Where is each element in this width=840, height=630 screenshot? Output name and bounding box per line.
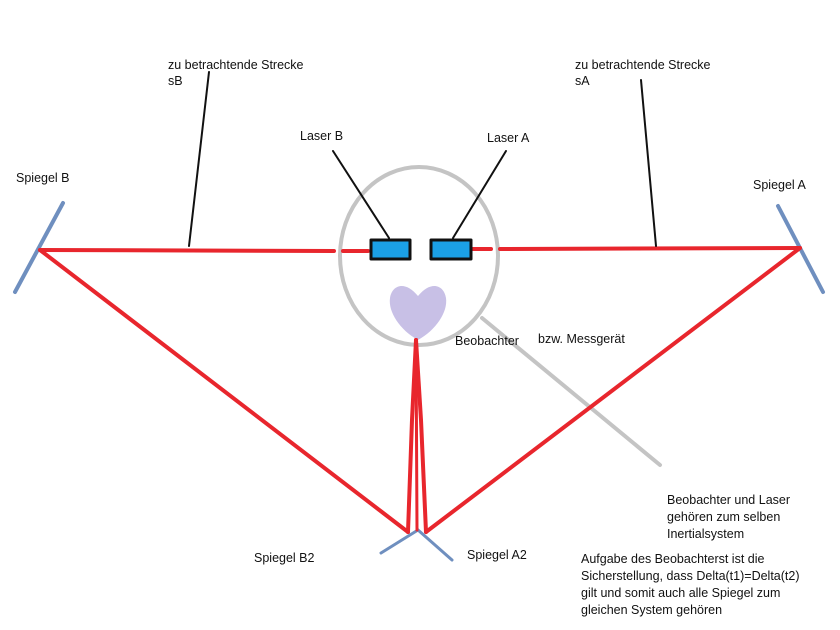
- beam-diagonal-b: [38, 248, 410, 534]
- note-aufgabe-line3: gilt und somit auch alle Spiegel zum: [581, 586, 781, 600]
- beam-horizontal-a: [498, 246, 802, 251]
- label-strecke-b: zu betrachtende Strecke sB: [168, 57, 304, 89]
- leader-strecke-a: [640, 79, 657, 247]
- label-strecke-a: zu betrachtende Strecke sA: [575, 57, 711, 89]
- label-spiegel-a: Spiegel A: [753, 178, 806, 192]
- laser-b-device: [369, 238, 412, 261]
- observer-circle: [338, 165, 500, 347]
- leader-laser-b: [332, 150, 390, 239]
- label-spiegel-a2: Spiegel A2: [467, 548, 527, 562]
- label-beobachter: Beobachter: [455, 334, 519, 348]
- label-strecke-b-line2: sB: [168, 74, 183, 88]
- observer-pointer-line: [480, 316, 662, 467]
- laser-a-device: [429, 238, 473, 261]
- beam-vertical-center: [414, 338, 419, 532]
- note-inertialsystem: Beobachter und Laser gehören zum selben …: [667, 492, 790, 543]
- beam-horizontal-b: [38, 248, 336, 253]
- observer-heart: [389, 285, 447, 340]
- note-aufgabe: Aufgabe des Beobachterst ist die Sichers…: [581, 551, 800, 619]
- beam-vertical-down: [414, 338, 428, 534]
- note-aufgabe-line2: Sicherstellung, dass Delta(t1)=Delta(t2): [581, 569, 800, 583]
- label-laser-b: Laser B: [300, 129, 344, 143]
- mirror-b: [13, 201, 65, 294]
- note-inertialsystem-line2: gehören zum selben: [667, 510, 781, 524]
- mirror-b2: [379, 528, 420, 555]
- label-strecke-a-line2: sA: [575, 74, 590, 88]
- mirror-a2: [416, 528, 454, 562]
- note-inertialsystem-line3: Inertialsystem: [667, 527, 745, 541]
- label-spiegel-b: Spiegel B: [16, 171, 70, 185]
- label-spiegel-b2: Spiegel B2: [254, 551, 315, 565]
- note-aufgabe-line1: Aufgabe des Beobachterst ist die: [581, 552, 765, 566]
- label-strecke-a-line1: zu betrachtende Strecke: [575, 58, 711, 72]
- beam-diagonal-a: [424, 246, 802, 534]
- label-strecke-b-line1: zu betrachtende Strecke: [168, 58, 304, 72]
- leader-strecke-b: [188, 71, 210, 247]
- note-inertialsystem-line1: Beobachter und Laser: [667, 493, 791, 507]
- label-laser-a: Laser A: [487, 131, 530, 145]
- leader-laser-a: [452, 150, 507, 239]
- note-aufgabe-line4: gleichen System gehören: [581, 603, 723, 617]
- label-messgeraet: bzw. Messgerät: [538, 332, 625, 346]
